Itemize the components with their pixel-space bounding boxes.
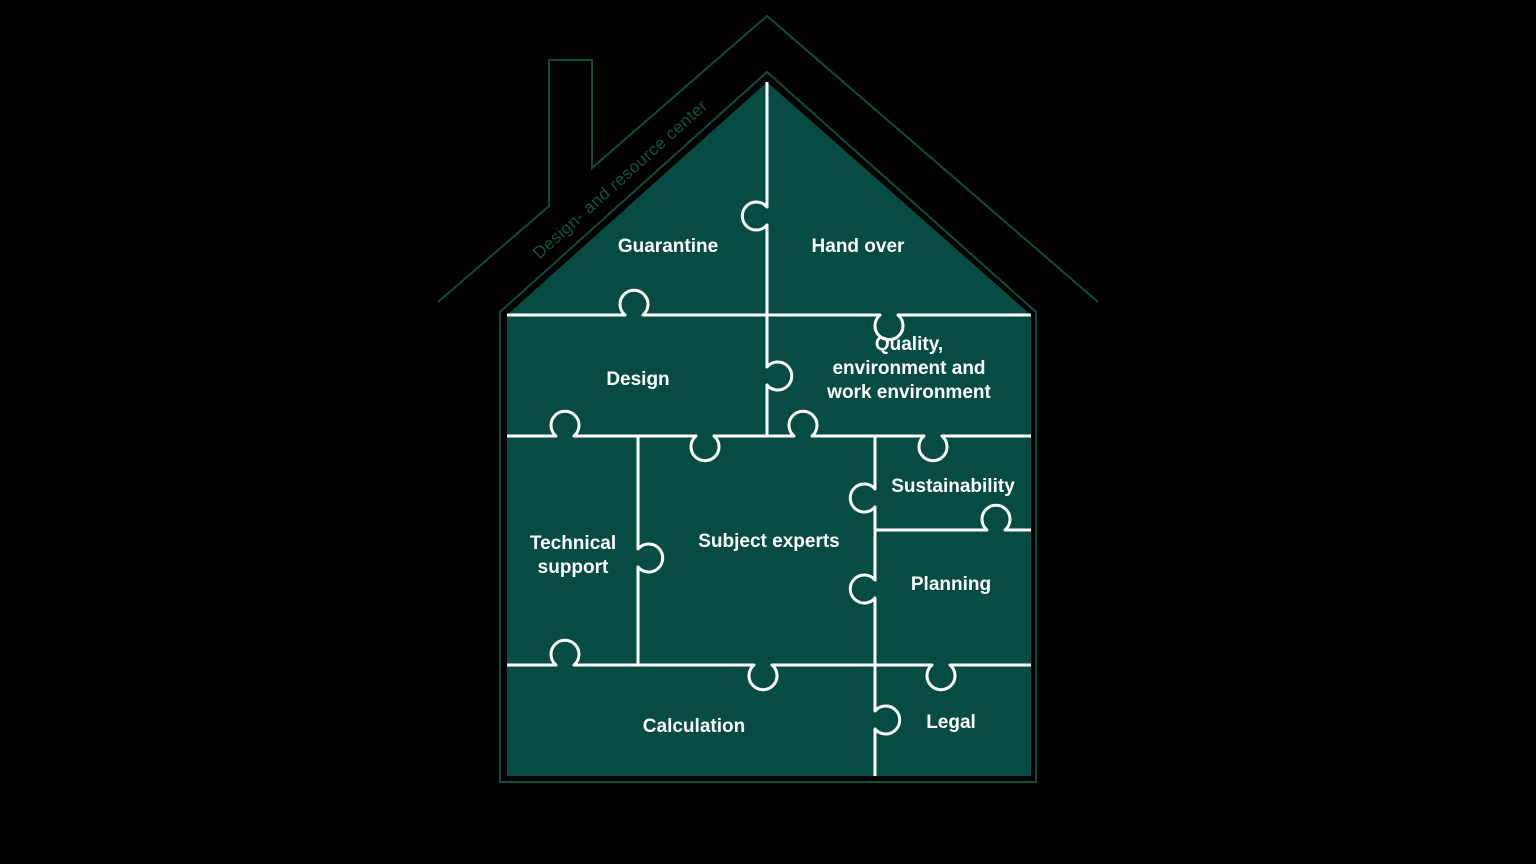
piece-legal: Legal (926, 712, 976, 733)
seam-sustainability-planning (875, 503, 1031, 532)
seam-roof-divider (740, 82, 794, 436)
outer-roof-with-chimney (437, 14, 1099, 303)
piece-technical-support-line2: support (538, 557, 609, 578)
puzzle-seams (507, 82, 1031, 776)
house-body (507, 82, 1031, 776)
piece-quality-line3: work environment (826, 382, 991, 403)
piece-design: Design (606, 369, 669, 390)
seam-right-divider (848, 436, 902, 776)
piece-quality-line1: Quality, (875, 334, 943, 355)
piece-technical-support-line1: Technical (530, 533, 616, 554)
seam-row3 (507, 638, 1031, 692)
seam-row1 (507, 288, 1031, 342)
piece-sustainability: Sustainability (891, 476, 1015, 497)
piece-planning: Planning (911, 574, 991, 595)
piece-subject-experts: Subject experts (698, 531, 840, 552)
piece-calculation: Calculation (643, 716, 745, 737)
house-outline (499, 70, 1037, 783)
seam-row2 (507, 409, 1031, 463)
piece-guarantine: Guarantine (618, 236, 718, 257)
seam-technical-divider (636, 436, 665, 665)
piece-hand-over: Hand over (812, 236, 906, 257)
piece-quality-line2: environment and (832, 358, 985, 379)
